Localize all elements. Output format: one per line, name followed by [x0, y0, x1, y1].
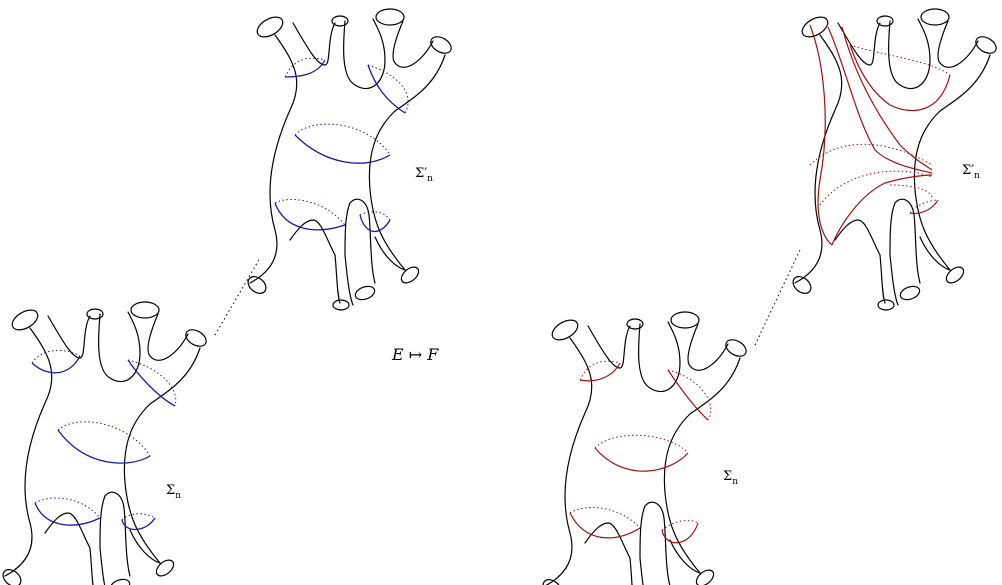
- surface-top-left: [245, 9, 454, 310]
- label-sigma-n-prime-left: Σ′n: [415, 166, 433, 184]
- connector-right: [755, 250, 800, 345]
- surface-bottom-left: [0, 302, 209, 585]
- surface-bottom-right: [540, 312, 749, 585]
- label-sigma-n-left: Σn: [166, 483, 181, 501]
- map-label: E ↦ F: [391, 345, 439, 364]
- connector-left: [215, 258, 260, 335]
- label-sigma-n-right: Σn: [723, 469, 738, 487]
- label-sigma-n-prime-right: Σ′n: [962, 163, 980, 181]
- surface-top-right: [790, 9, 999, 310]
